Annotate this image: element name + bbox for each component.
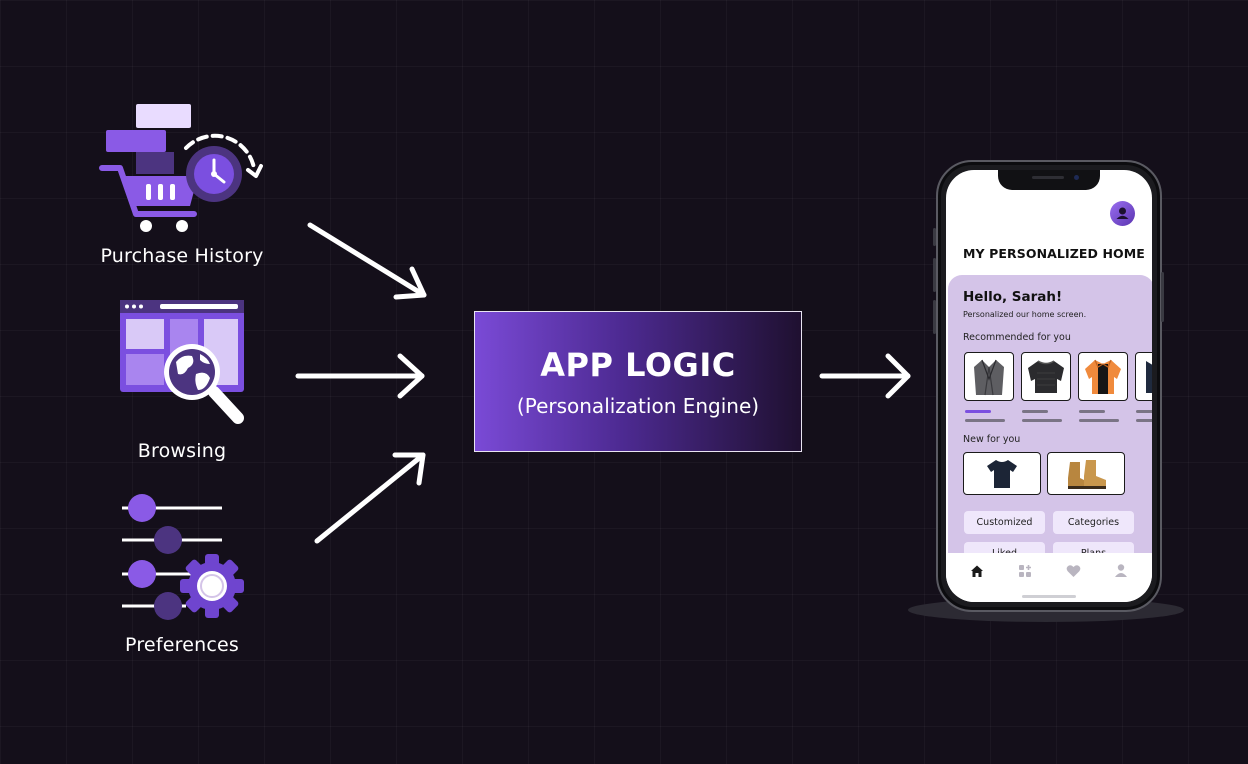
carousel-indicator (1022, 410, 1048, 413)
personalized-panel: Hello, Sarah! Personalized our home scre… (948, 275, 1152, 565)
black-sweater-icon (1028, 359, 1064, 393)
navy-jacket-icon (1146, 360, 1152, 393)
carousel-indicator (965, 410, 991, 413)
page-title: MY PERSONALIZED HOME (963, 246, 1145, 261)
greeting-subtitle: Personalized our home screen. (963, 310, 1087, 319)
product-card[interactable] (963, 452, 1041, 495)
arrow-browsing-to-engine (295, 353, 425, 399)
phone-side-button (933, 258, 936, 292)
arrow-purchase-to-engine (307, 222, 427, 300)
bottom-tab-bar (946, 553, 1152, 602)
carousel-indicator (1022, 419, 1062, 422)
product-card[interactable] (1135, 352, 1152, 401)
chip-customized[interactable]: Customized (964, 511, 1045, 534)
product-card[interactable] (964, 352, 1014, 401)
grid-plus-icon[interactable] (1018, 564, 1032, 578)
carousel-indicator (1079, 419, 1119, 422)
grey-blazer-icon (974, 359, 1004, 395)
product-card[interactable] (1021, 352, 1071, 401)
product-card[interactable] (1078, 352, 1128, 401)
preferences-label: Preferences (125, 634, 239, 656)
carousel-indicator (1079, 410, 1105, 413)
greeting: Hello, Sarah! (963, 289, 1063, 305)
home-indicator (1022, 595, 1076, 598)
arrow-preferences-to-engine (314, 452, 426, 544)
home-icon[interactable] (970, 564, 984, 578)
orange-jacket-icon (1085, 359, 1121, 394)
browsing-label: Browsing (137, 440, 227, 462)
new-for-you-label: New for you (963, 434, 1021, 445)
phone-side-button (933, 300, 936, 334)
avatar[interactable] (1110, 201, 1135, 226)
phone-power-button (1161, 272, 1164, 322)
shopping-cart-clock-icon (99, 104, 263, 232)
product-card[interactable] (1047, 452, 1125, 495)
chip-categories[interactable]: Categories (1053, 511, 1134, 534)
phone-side-button (933, 228, 936, 246)
arrow-engine-to-phone (819, 353, 911, 399)
sliders-gear-icon (122, 494, 244, 620)
user-icon[interactable] (1114, 563, 1128, 578)
browser-globe-search-icon (120, 300, 244, 424)
app-logic-box: APP LOGIC (Personalization Engine) (474, 311, 802, 452)
user-avatar-icon (1116, 207, 1129, 219)
phone-notch (998, 170, 1100, 190)
recommended-label: Recommended for you (963, 332, 1071, 343)
tan-boots-icon (1068, 459, 1106, 489)
navy-tshirt-icon (987, 459, 1017, 488)
app-logic-title: APP LOGIC (540, 345, 736, 384)
purchase-history-label: Purchase History (100, 245, 264, 267)
heart-icon[interactable] (1066, 564, 1081, 578)
phone-screen: MY PERSONALIZED HOME Hello, Sarah! Perso… (946, 170, 1152, 602)
app-logic-subtitle: (Personalization Engine) (516, 393, 760, 418)
carousel-indicator (1136, 419, 1152, 422)
carousel-indicator (1136, 410, 1152, 413)
carousel-indicator (965, 419, 1005, 422)
